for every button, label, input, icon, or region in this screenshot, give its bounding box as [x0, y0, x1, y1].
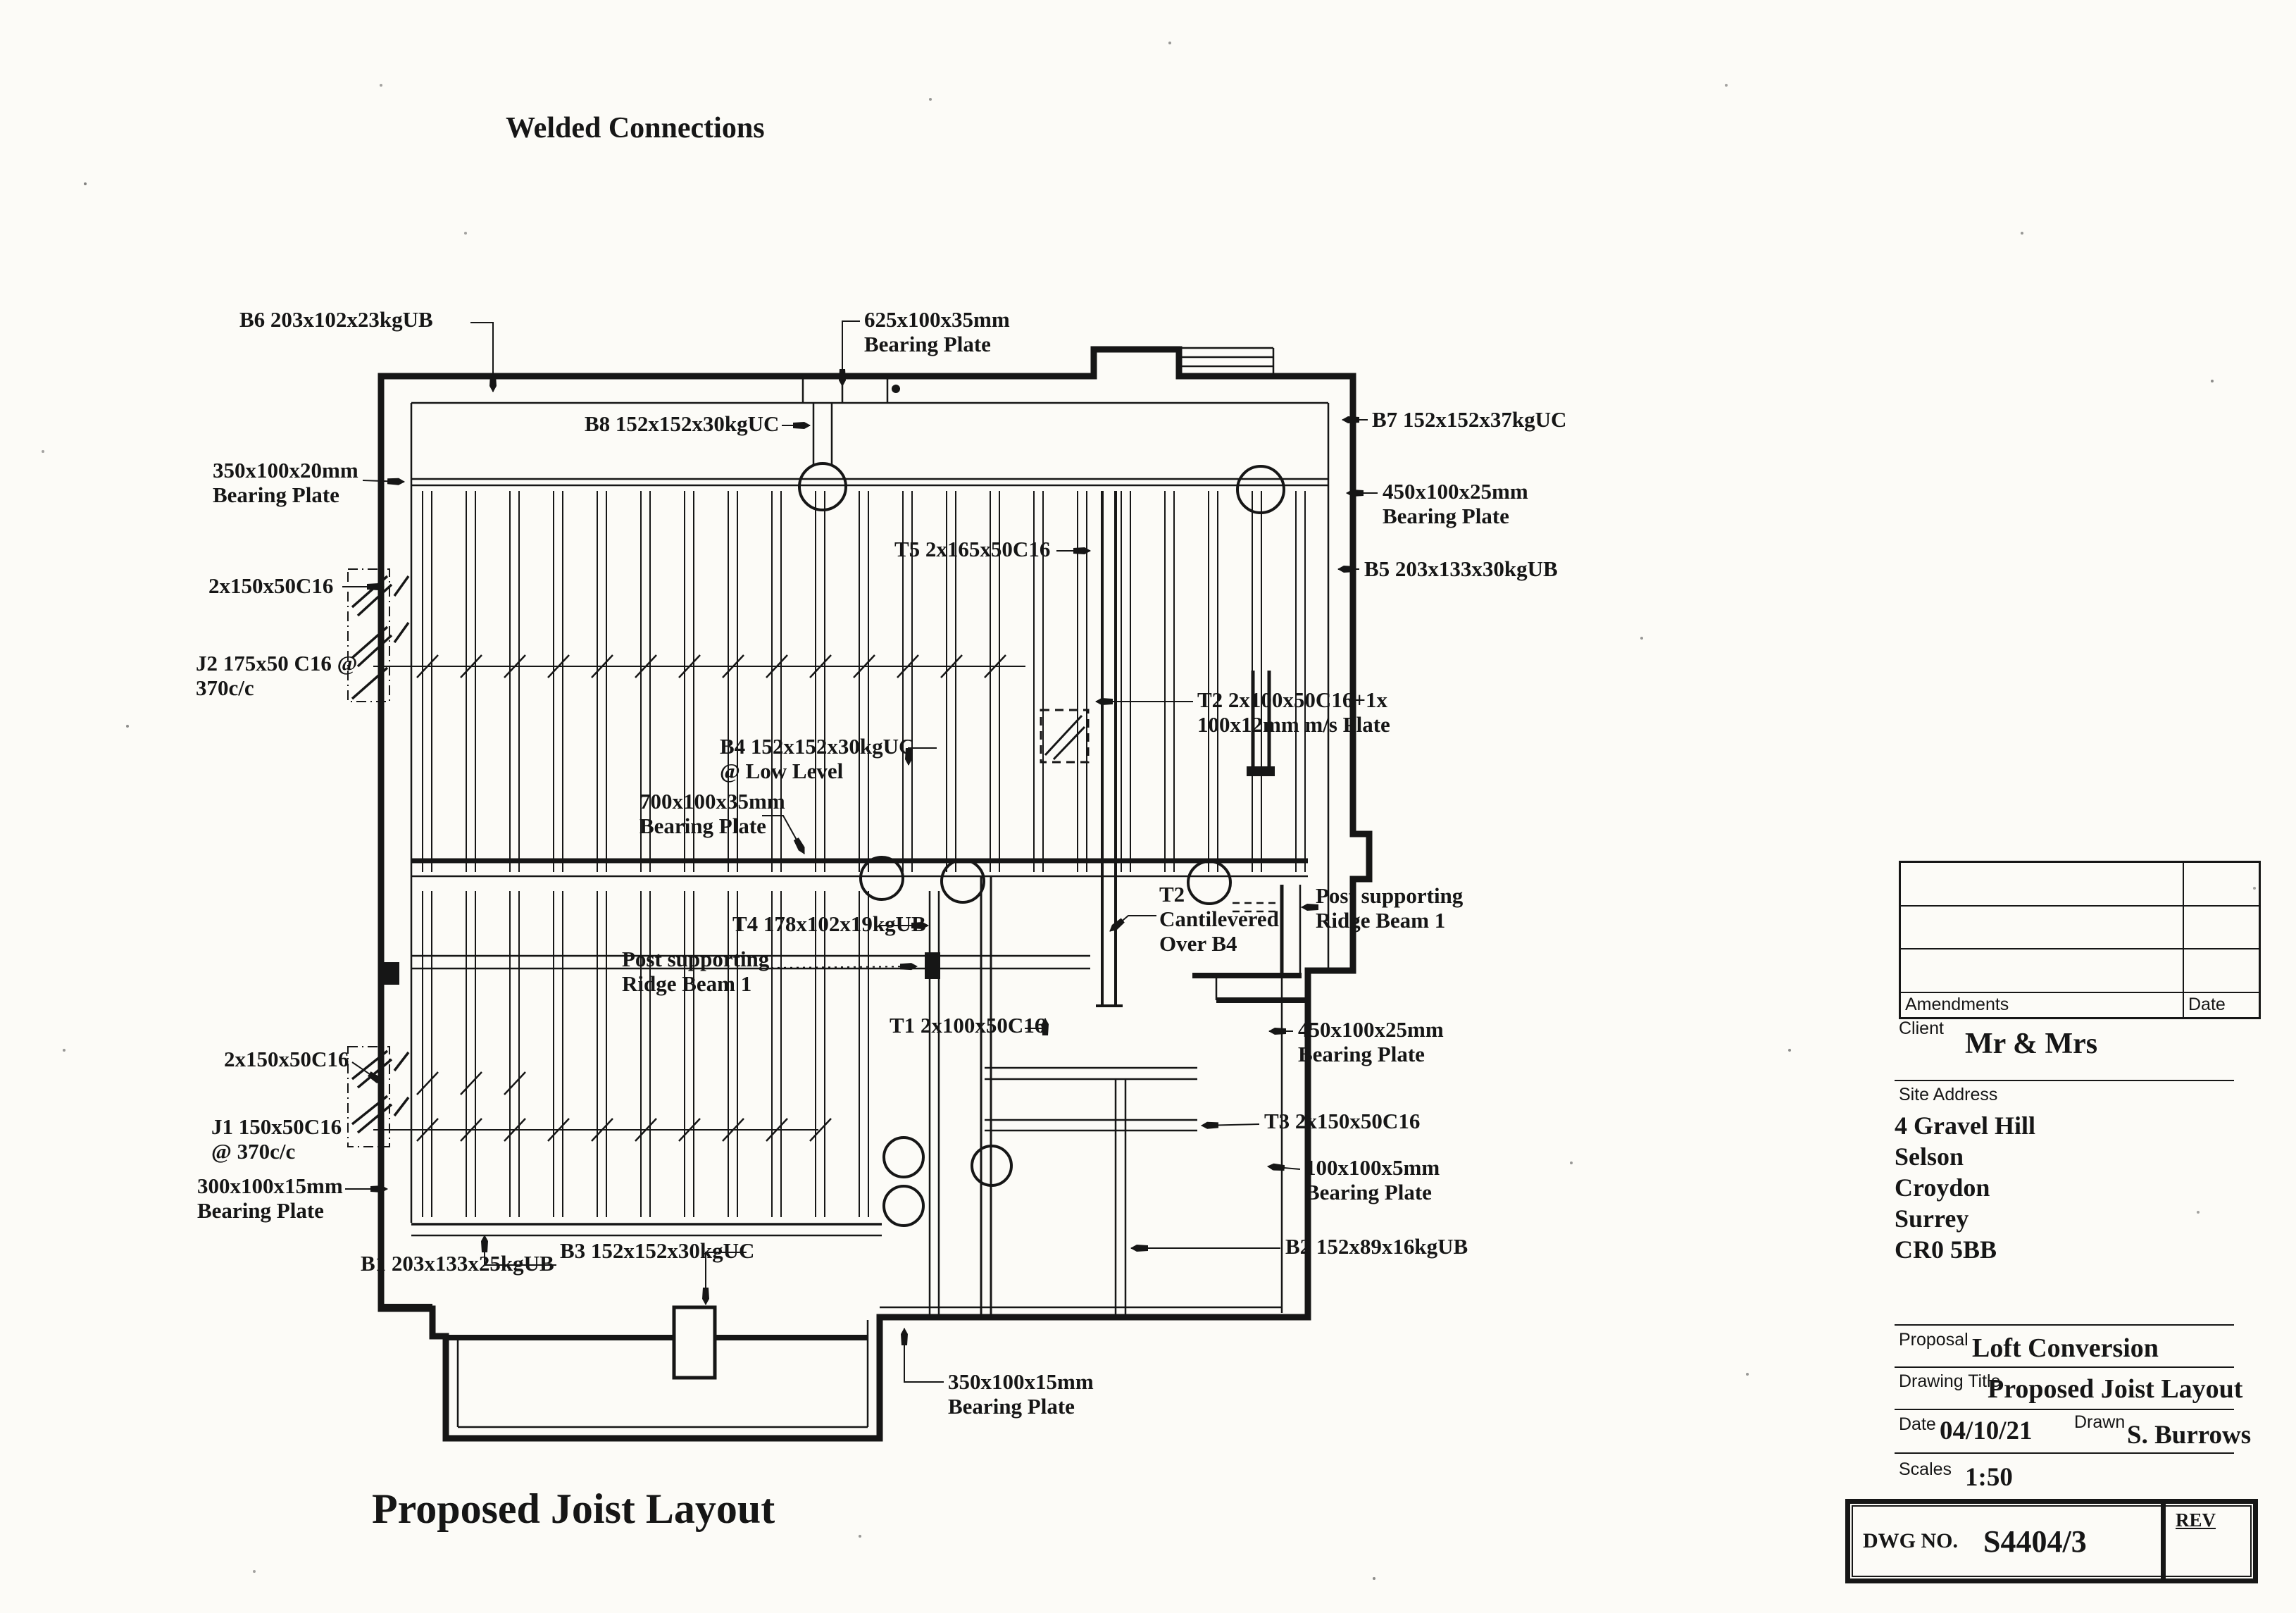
site-address-line: CR0 5BB — [1895, 1235, 1997, 1264]
dwg-number-value: S4404/3 — [1983, 1524, 2087, 1559]
divider — [1895, 1366, 2234, 1368]
divider — [1895, 1324, 2234, 1326]
proposal-label: Proposal — [1899, 1330, 1969, 1350]
beam-t4 — [411, 954, 1090, 970]
dwg-number-box: DWG NO. S4404/3 REV — [1845, 1499, 2258, 1583]
scales-value: 1:50 — [1965, 1463, 2013, 1492]
annotation-t3: T3 2x150x50C16 — [1264, 1109, 1421, 1133]
annotation-b1: B1 203x133x25kgUB — [361, 1251, 554, 1276]
weld-mark — [892, 385, 900, 393]
date-label: Date — [1899, 1414, 1936, 1434]
wall-hatch-upper — [347, 568, 410, 702]
rev-label: REV — [2176, 1509, 2216, 1531]
date-value: 04/10/21 — [1940, 1416, 2033, 1445]
bearing-seat-marks — [801, 376, 889, 403]
amendments-row-cell — [1901, 863, 2184, 907]
post-circles — [798, 462, 1285, 1227]
amendments-date-header: Date — [2188, 995, 2226, 1014]
joist-lines — [422, 491, 1306, 1217]
amendments-row-cell — [1901, 906, 2184, 950]
annotation-b7: B7 152x152x37kgUC — [1372, 407, 1567, 432]
annotation-b4: B4 152x152x30kgUC@ Low Level — [720, 734, 915, 783]
annotation-b8: B8 152x152x30kgUC — [585, 411, 780, 436]
upper-beam — [411, 478, 1328, 487]
beam-b2 — [1114, 1079, 1127, 1316]
annotation-b6: B6 203x102x23kgUB — [239, 307, 433, 332]
interior-wall-right — [1192, 973, 1305, 1003]
site-address-line: Selson — [1895, 1142, 1964, 1171]
b8-column — [812, 403, 833, 465]
annotation-j2: J2 175x50 C16 @370c/c — [196, 651, 358, 700]
annotation-j1: J1 150x50C16@ 370c/c — [211, 1114, 342, 1164]
proposed-joist-layout-heading: Proposed Joist Layout — [372, 1486, 775, 1532]
client-value: Mr & Mrs — [1965, 1028, 2098, 1060]
drawn-label: Drawn — [2074, 1412, 2126, 1432]
divider — [1895, 1080, 2234, 1081]
site-address-line: Croydon — [1895, 1173, 1990, 1202]
ridge-post-square — [925, 952, 940, 979]
amendments-header: Amendments — [1901, 993, 2184, 1017]
beam-t3 — [985, 1119, 1197, 1132]
amendments-row-cell — [1901, 949, 2184, 993]
window-lines — [1178, 347, 1275, 376]
column-line — [980, 876, 992, 1316]
amendments-date-cell — [2184, 949, 2259, 993]
proposal-value: Loft Conversion — [1972, 1333, 2159, 1363]
welded-connections-heading: Welded Connections — [506, 112, 765, 144]
t2-double-joist — [1096, 491, 1123, 1007]
annotation-t1: T1 2x100x50C16 — [890, 1013, 1046, 1038]
scales-label: Scales — [1899, 1459, 1952, 1479]
drawing-title-label: Drawing Title — [1899, 1371, 2001, 1391]
wall-post-square — [384, 962, 399, 985]
ms-plate-dashed — [1040, 709, 1090, 764]
ridge-beam-dashed — [1233, 902, 1278, 913]
annotation-t5: T5 2x165x50C16 — [894, 537, 1051, 561]
drawn-value: S. Burrows — [2127, 1421, 2252, 1450]
client-label: Client — [1899, 1019, 1944, 1038]
site-address-line: Surrey — [1895, 1204, 1969, 1233]
site-address-line: 4 Gravel Hill — [1895, 1111, 2035, 1140]
amendments-date-cell — [2184, 863, 2259, 907]
amendments-table: Amendments Date — [1899, 861, 2261, 1019]
annotation-c2x150a: 2x150x50C16 — [208, 573, 334, 598]
annotation-leader-lines — [342, 320, 1378, 1383]
annotation-t4: T4 178x102x19kgUB — [732, 911, 926, 936]
divider — [1895, 1452, 2234, 1454]
annotation-b5: B5 203x133x30kgUB — [1364, 556, 1558, 581]
annotation-c2x150b: 2x150x50C16 — [224, 1047, 349, 1071]
joist-tick-marks — [416, 654, 1006, 1142]
drawing-title-value: Proposed Joist Layout — [1988, 1374, 2243, 1404]
porch-top-wall — [381, 1304, 868, 1340]
amendments-date-cell — [2184, 907, 2259, 950]
beam-450-line — [985, 1066, 1197, 1080]
dwg-label: DWG NO. — [1863, 1529, 1958, 1552]
divider — [1895, 1409, 2234, 1410]
site-address-label: Site Address — [1899, 1085, 1998, 1104]
annotation-b3: B3 152x152x30kgUC — [560, 1238, 755, 1263]
annotation-b2: B2 152x89x16kgUB — [1285, 1234, 1468, 1259]
inner-wall-lines — [410, 401, 1330, 1313]
b3-pier — [672, 1305, 717, 1380]
